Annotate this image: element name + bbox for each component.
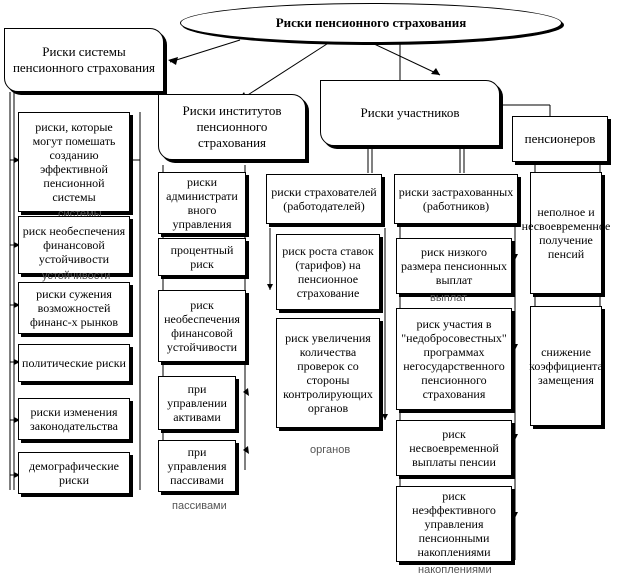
pensioners-risk-item-1: неполное и несвоевременное получение пен… <box>522 172 610 294</box>
institutes-risk-item-2: процентный риск <box>158 238 246 276</box>
page-title: Риски пенсионного страхования <box>180 3 562 43</box>
system-risk-item-4: политические риски <box>18 344 130 382</box>
employers-risk-item-1: риск роста ставок (тарифов) на пенсионно… <box>276 234 380 310</box>
system-risk-item-1: риски, которые могут помешать созданию э… <box>18 112 130 212</box>
pensioners-risks-header: пенсионеров <box>512 116 608 162</box>
system-risk-item-3: риски сужения возможностей финанс-х рынк… <box>18 282 130 334</box>
institutes-risk-item-4: при управлении активами <box>158 376 236 430</box>
employers-risk-item-2: риск увеличения количества проверок со с… <box>276 318 380 428</box>
workers-ghost-1: выплат <box>430 292 468 304</box>
institutes-risk-item-1: риски администрати вного управления <box>158 172 246 234</box>
workers-risk-item-2: риск участия в "недобросовестных" програ… <box>396 308 512 410</box>
pensioners-risk-item-2: снижение коэффициента замещения <box>529 306 603 426</box>
institutes-ghost-1: пассивами <box>172 500 227 512</box>
workers-risk-item-1: риск низкого размера пенсионных выплат <box>396 238 512 294</box>
system-risk-item-6: демографические риски <box>18 452 130 494</box>
workers-ghost-2: накоплениями <box>418 564 492 576</box>
workers-risk-item-4: риск неэффективного управления пенсионны… <box>396 486 512 562</box>
institutes-risk-item-5: при управления пассивами <box>158 440 236 492</box>
institutes-risk-item-3: риск необеспечения финансовой устойчивос… <box>158 290 246 362</box>
system-risk-item-2: риск необеспечения финансовой устойчивос… <box>18 216 130 274</box>
workers-risk-item-3: риск несвоевременной выплаты пенсии <box>396 420 512 476</box>
institutes-risks-header: Риски институтов пенсионного страхования <box>158 94 306 160</box>
system-ghost-2: устойчивости <box>42 270 111 282</box>
employers-risks-header: риски страхователей (работодателей) <box>266 174 382 224</box>
participants-risks-header: Риски участников <box>320 80 500 146</box>
system-risks-header: Риски системы пенсионного страхования <box>4 28 164 92</box>
system-risk-item-5: риски изменения законодательства <box>18 398 130 440</box>
workers-risks-header: риски застрахованных (работников) <box>394 174 518 224</box>
employers-ghost-1: органов <box>310 444 351 456</box>
